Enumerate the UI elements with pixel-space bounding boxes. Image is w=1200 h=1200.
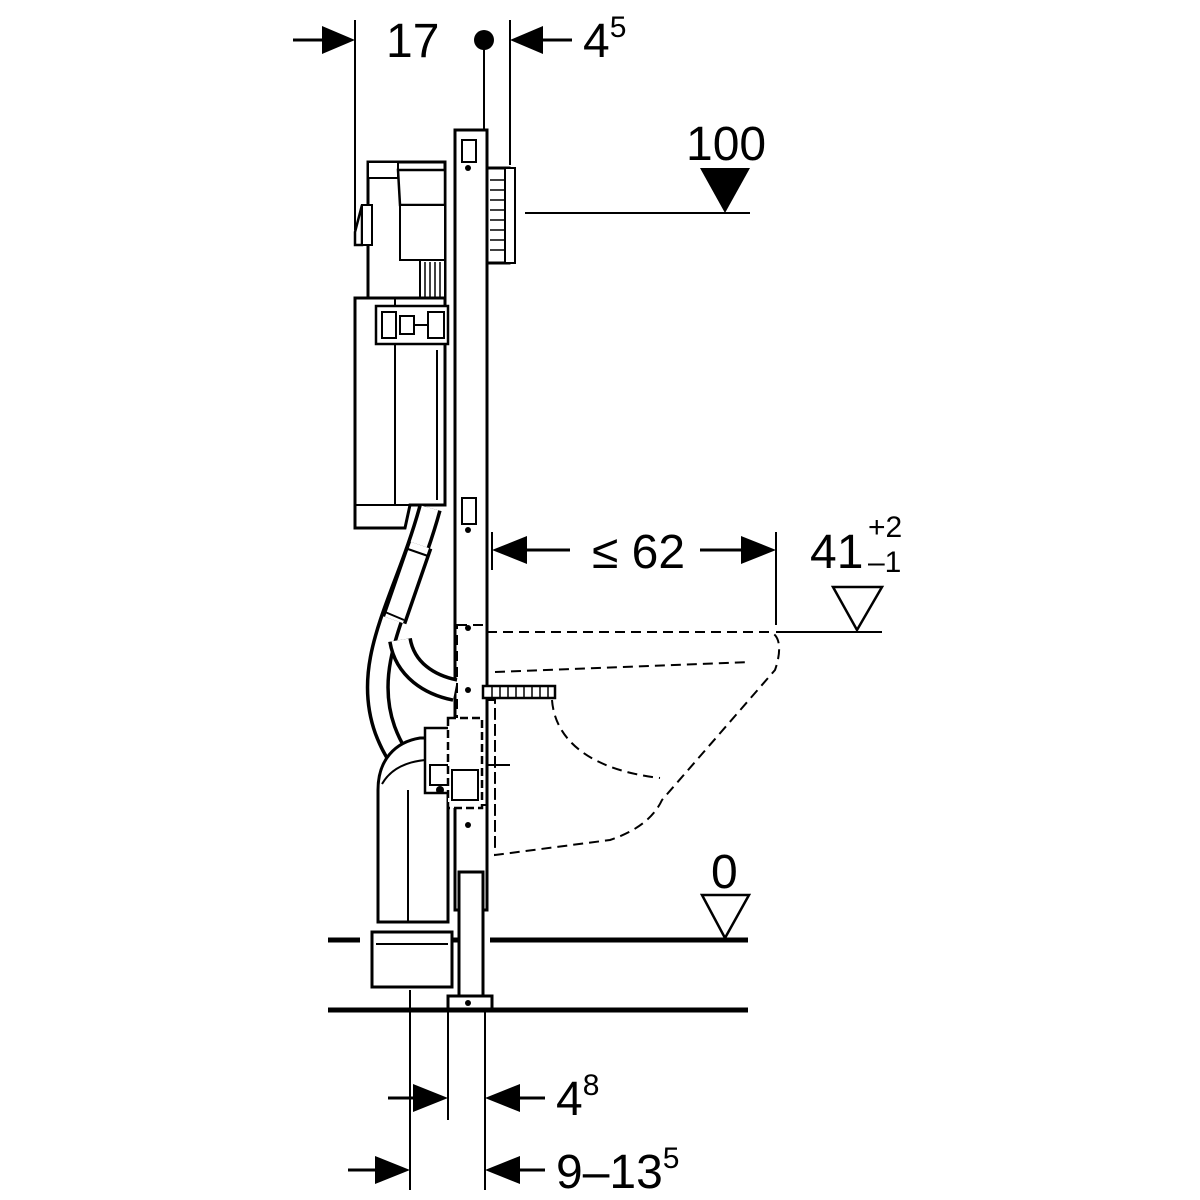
drain-bend-fitting [446,716,484,810]
floor-drain-box [370,930,454,989]
level-triangle-open [699,893,752,941]
frame-slot [461,497,477,525]
dim-floor-level-label: 0 [711,846,738,899]
reference-dot [474,30,494,50]
bowl-projection-dimension: ≤ 62 [491,526,777,625]
frame-slot [461,139,477,163]
dim-top-depth-label: 17 [386,15,439,68]
cistern [353,160,450,530]
actuation-height-marker: 100 [525,118,766,214]
floor-level-marker: 0 [699,846,752,941]
top-dimension-group: 17 45 [293,11,626,230]
bottom-dimension-group: 48 9–135 [348,990,679,1199]
frame-leg [457,870,485,1006]
cistern-bracket [353,204,364,247]
dim-actuation-height-label: 100 [686,118,766,171]
dim-bowl-projection-label: ≤ 62 [592,526,685,579]
dim-bottom-offset-label: 48 [556,1069,599,1126]
floor-lines [328,937,748,1013]
mounting-frame [446,128,494,1012]
bowl-fixing-bolt [481,684,557,700]
wc-bowl-outline [456,624,781,857]
dim-seat-height-label: 41 [810,526,863,579]
arrowhead [322,26,355,54]
dim-top-offset-label: 45 [583,11,626,68]
dim-bottom-range-label: 9–135 [556,1142,679,1199]
seat-height-marker: 41 +2 –1 [776,511,902,633]
arrowhead [510,26,543,54]
level-triangle-open [830,585,885,633]
drain-pipe [376,726,457,924]
level-triangle-filled [700,168,750,213]
dim-seat-height-tolerance-minus: –1 [868,546,901,579]
dim-seat-height-tolerance-plus: +2 [868,511,902,544]
actuator-plate-flange [485,166,516,265]
